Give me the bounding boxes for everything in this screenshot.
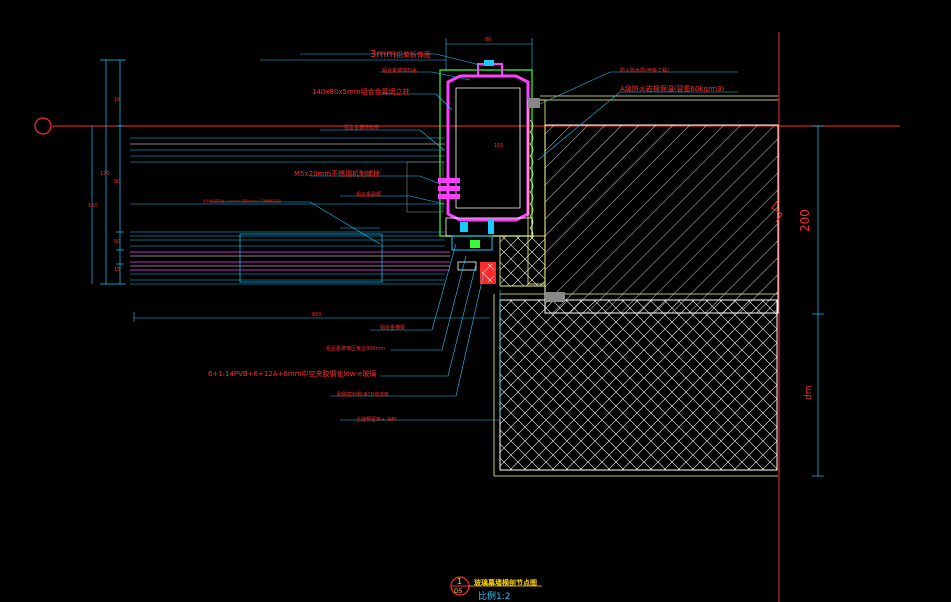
dim-left-b: 90 (114, 179, 121, 185)
dim-left-a: 18 (114, 97, 121, 103)
label-cap: 铝合金装饰扣盖 (382, 68, 418, 74)
lower-insulation (499, 235, 546, 287)
dim-left-f: 15 (114, 267, 121, 273)
label-sealant: 耐候密封胶,Φ18泡沫条 (337, 392, 389, 398)
l1: 铝单板饰面 (395, 51, 431, 59)
leader-lines (210, 53, 738, 421)
left-dimensions (91, 59, 126, 285)
label-waterproof: 防火防水层(甲级工程) (620, 68, 669, 74)
bracket-top (528, 98, 540, 108)
label-glass: 6+1.14PVB+6+12A+6mm中空夹胶钢化low-e玻璃 (208, 370, 377, 378)
title-bubble (450, 576, 542, 596)
glass-section-lines (130, 137, 445, 285)
dim-top: 80 (485, 37, 492, 43)
dim-right-b: dm (804, 385, 814, 400)
axis-bubble (34, 117, 52, 135)
title-num-top: 1 (457, 577, 463, 586)
insulation-wave (529, 119, 534, 241)
label-glass-plate: 铝合金玻璃压板@300mm (326, 346, 386, 352)
masonry-wall (499, 299, 778, 471)
label-bolt: M5x20mm不锈钢机制螺栓 (294, 170, 381, 178)
dim-left-c: 170 (100, 171, 110, 177)
top-dimension (260, 38, 533, 70)
clamp-zone (445, 217, 533, 284)
label-subframe: 铝合金副框 (356, 192, 382, 198)
label-aluminum-panel: 3mm铝单板饰面 (370, 49, 431, 60)
right-dimension (812, 125, 824, 477)
bracket-bottom (545, 292, 565, 302)
dim-left-d: 150 (88, 203, 98, 209)
mullion-inner (455, 87, 521, 209)
dim-inner: 165 (494, 143, 504, 149)
dim-left-e: 50 (114, 239, 121, 245)
label-mullion: 140x80x5mm铝合金幕墙立柱 (312, 88, 410, 96)
cap-screw (484, 60, 494, 66)
concrete-beam (544, 124, 779, 314)
glass-lines-white (130, 143, 450, 267)
bolts (438, 178, 460, 199)
label-pressure-block: 铝合金固定压块 L=150mm,间距300mm,不锈钢螺钉固定 (203, 199, 282, 203)
label-finish: 土建预留条+ 涂料 (356, 417, 397, 423)
glass-panel-outline (239, 233, 383, 283)
drawing-scale: 比例1:2 (478, 592, 511, 602)
glass-lines-magenta (130, 251, 450, 271)
dim-bottom: 600 (312, 312, 322, 318)
label-trim: 铝合金装饰扣条 (344, 125, 380, 131)
drawing-title: 玻璃幕墙横剖节点图 (474, 579, 537, 587)
mullion-outer (439, 69, 533, 237)
break-mark (771, 199, 783, 223)
label-transom: 铝合金横梁 (380, 325, 406, 331)
clip-outline (406, 161, 444, 213)
dim-right-a: 200 (798, 209, 812, 232)
title-num-bottom: D5 (454, 588, 463, 595)
label-rockwool: A级防火岩棉保温(容重60kg/m3) (620, 85, 725, 93)
